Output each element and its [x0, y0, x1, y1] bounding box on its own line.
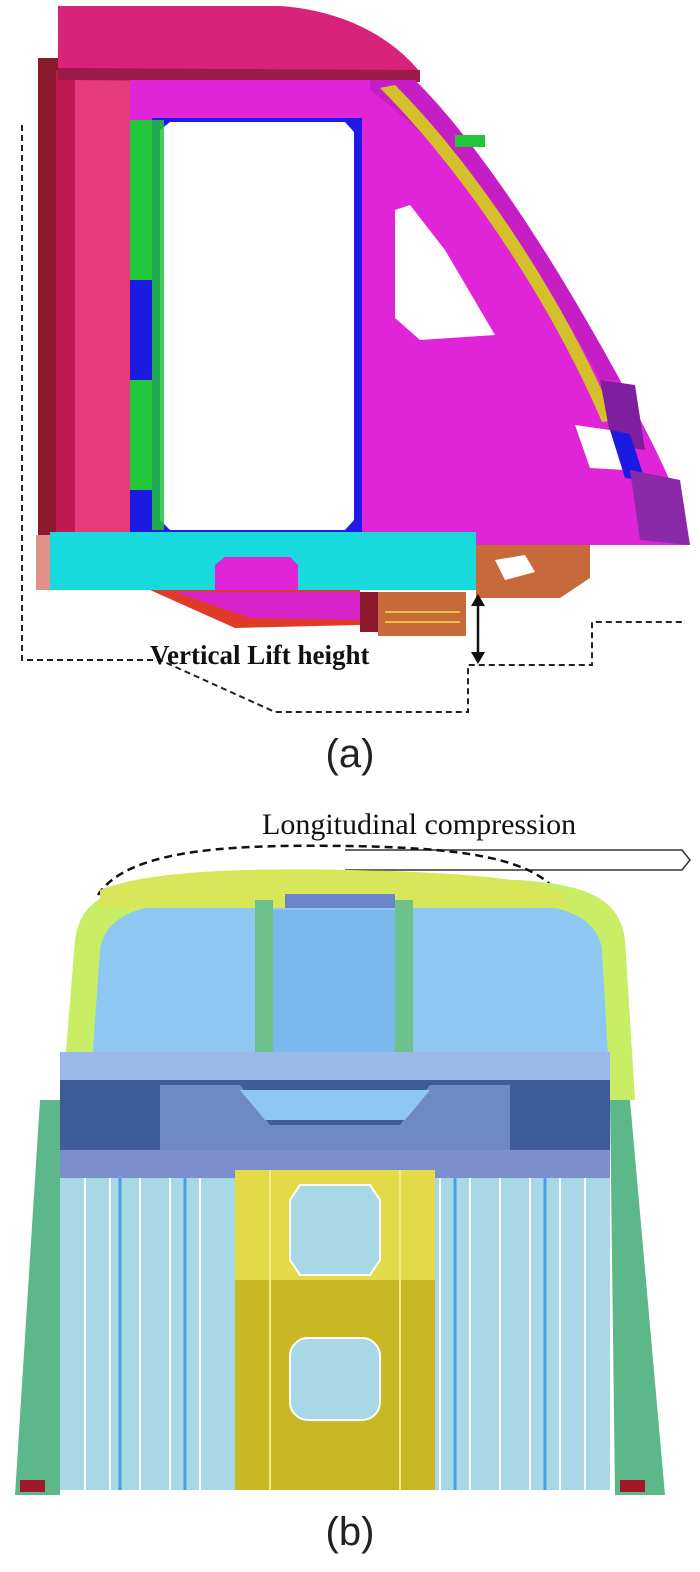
lift-arrow-head-down	[471, 652, 485, 664]
coupler-post	[360, 592, 378, 632]
panel-b-front-view: Longitudinal compression (b)	[0, 790, 700, 1572]
lower-panel-stripes	[84, 1178, 586, 1490]
compression-arrow	[345, 849, 691, 871]
cab-side-model	[21, 6, 690, 713]
rear-frame-post	[38, 58, 58, 540]
center-pillar-right	[395, 900, 413, 1090]
door-side-strip	[152, 120, 164, 530]
left-foot	[20, 1480, 45, 1492]
column-upper-opening	[289, 1184, 381, 1276]
caption-a: (a)	[325, 732, 375, 776]
underframe-bracket	[215, 557, 298, 590]
door-frame-blue	[130, 280, 152, 380]
dashed-compression-arc	[96, 844, 564, 901]
door-frame-blue-lower	[130, 490, 152, 540]
longitudinal-compression-label: Longitudinal compression	[262, 808, 577, 841]
skirt-magenta	[175, 592, 360, 620]
right-side-post	[610, 1100, 665, 1495]
lift-arrow-head-up	[471, 594, 485, 606]
panel-a-side-view: Vertical Lift height (a)	[21, 6, 690, 776]
cab-front-model	[15, 844, 691, 1495]
rear-panel-shade	[56, 70, 75, 545]
roof-edge	[58, 68, 420, 82]
vertical-lift-height-label: Vertical Lift height	[150, 640, 370, 670]
door-opening	[160, 122, 354, 530]
right-foot	[620, 1480, 645, 1492]
dashed-deformation-outline	[21, 125, 684, 713]
caption-b: (b)	[325, 1510, 375, 1554]
roof-vent	[285, 894, 395, 908]
lower-panel-blue-stripes	[118, 1178, 547, 1490]
crossbeam-center	[160, 1085, 510, 1150]
side-window	[395, 205, 495, 340]
edge-strip	[380, 85, 615, 422]
underframe-end	[36, 535, 52, 590]
window-sill	[60, 1052, 610, 1080]
roof-cap	[58, 6, 420, 78]
door-frame-green-upper	[130, 120, 152, 280]
column-lower-opening	[289, 1337, 381, 1421]
headlight-opening	[575, 425, 625, 470]
crossbeam-recess	[240, 1090, 430, 1120]
coupler-opening	[495, 555, 535, 580]
left-side-post	[15, 1100, 60, 1495]
headlight-frame	[610, 430, 645, 480]
roof-crown	[100, 869, 565, 908]
top-plate	[455, 135, 485, 147]
energy-absorber	[378, 592, 466, 636]
center-pillar-left	[255, 900, 273, 1090]
door-frame-green-lower	[130, 380, 152, 490]
rear-body-panel	[56, 70, 135, 545]
nose-lower	[630, 470, 690, 545]
